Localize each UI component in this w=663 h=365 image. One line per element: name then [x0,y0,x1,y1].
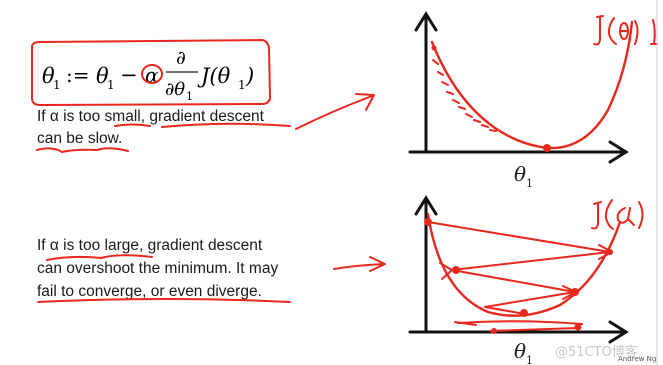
step-marker-5 [607,249,613,255]
watermark-text: @51CTO博客 [555,345,638,360]
bottom-paren [604,199,614,230]
bottom-alpha [616,207,635,226]
top-J-glyph [593,15,604,46]
bottom-paren-close [638,201,644,229]
large-text-line-3: fail to converge, or even diverge. [37,283,262,300]
underline-large [46,254,153,261]
underline-diverge [37,298,291,303]
bottom-x-label: θ [514,339,526,363]
axis-marker-1 [491,328,497,334]
top-x-label-sub: 1 [526,177,533,190]
underline-slow [36,147,129,153]
bottom-axis-line [489,327,579,332]
arrow-bottom-shaft [333,263,385,270]
formula-close: ) [245,64,254,88]
formula-theta: θ [42,64,55,88]
formula-J: J(θ [197,64,231,88]
arrow-top-shaft [295,95,373,130]
axis-marker-2 [574,323,582,331]
credit-text: Andrew Ng [618,355,657,363]
top-paren-close [634,20,639,45]
top-axes [408,11,629,164]
formula-denominator: ∂θ [165,79,185,100]
markers [424,45,613,334]
top-paren [607,17,617,45]
alpha-circle [141,64,163,84]
bottom-J-glyph [591,201,602,230]
top-min-marker [543,144,551,152]
top-cost-curve [430,20,634,150]
large-text-line-2: can overshoot the minimum. It may [37,260,279,277]
slow-text-line-2: can be slow. [37,130,123,147]
step-marker-2 [452,266,460,274]
large-text-line-1: If α is too large, gradient descent [37,237,263,254]
underline-gradient [161,122,291,128]
bottom-axis-scribble [457,320,583,325]
formula-denominator-sub: 1 [186,90,193,103]
start-marker [424,218,432,226]
formula-J-sub: 1 [238,78,246,92]
top-x-label: θ [514,162,526,186]
arrow-top-head [355,93,375,111]
top-step-marks [432,59,497,132]
divergence-path [427,221,611,315]
arrow-bottom-head [369,256,386,272]
red-ink [31,15,658,332]
formula-minus: − [120,63,138,87]
bottom-x-label-sub: 1 [526,354,533,365]
underline-small [114,123,151,127]
formula-partial: ∂ [176,47,186,69]
step-marker-3 [571,288,579,296]
top-one [650,19,658,45]
formula-theta-2-sub: 1 [107,78,115,92]
step-marker-4 [520,309,528,317]
formula-alpha: α [145,63,159,87]
slow-text-line-1: If α is too small, gradient descent [37,108,264,125]
formula-theta-2: θ [96,64,109,88]
bottom-cost-curve [426,212,622,317]
top-start-marker [431,45,437,51]
formula-theta-sub: 1 [53,78,61,92]
formula-assign: := [66,63,90,87]
formula-box [31,39,271,106]
